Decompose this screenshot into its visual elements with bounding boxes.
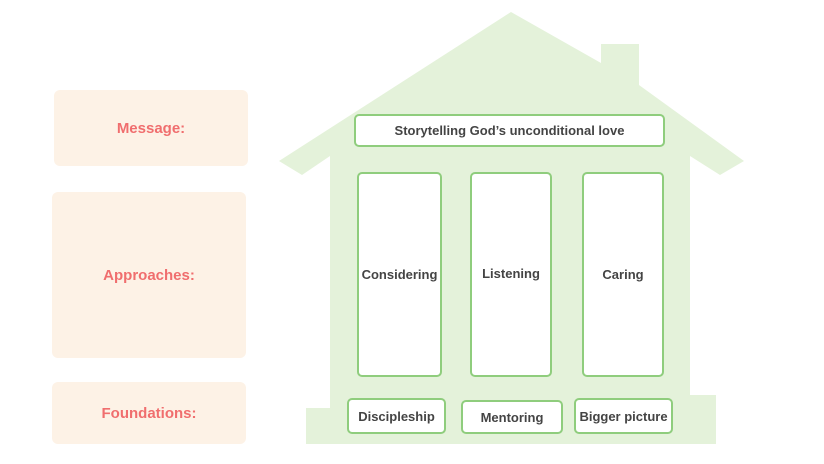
message-box: Storytelling God’s unconditional love (354, 114, 665, 147)
message-label-box: Message: (54, 90, 248, 166)
pillar-considering: Considering (357, 172, 442, 377)
foundation-label: Mentoring (480, 409, 544, 425)
message-text: Storytelling God’s unconditional love (394, 123, 625, 138)
foundation-label: Bigger picture (579, 408, 668, 424)
approaches-label-box: Approaches: (52, 192, 246, 358)
foundation-discipleship: Discipleship (347, 398, 446, 434)
pillar-listening: Listening (470, 172, 552, 377)
foundations-label: Foundations: (101, 404, 197, 422)
foundations-label-box: Foundations: (52, 382, 246, 444)
foundation-mentoring: Mentoring (461, 400, 563, 434)
foundation-label: Discipleship (358, 408, 435, 424)
pillar-label: Caring (602, 267, 644, 282)
pillar-label: Listening (482, 266, 540, 281)
message-label: Message: (116, 119, 186, 137)
approaches-label: Approaches: (103, 266, 195, 284)
pillar-caring: Caring (582, 172, 664, 377)
pillar-label: Considering (361, 267, 438, 282)
foundation-bigger-picture: Bigger picture (574, 398, 673, 434)
